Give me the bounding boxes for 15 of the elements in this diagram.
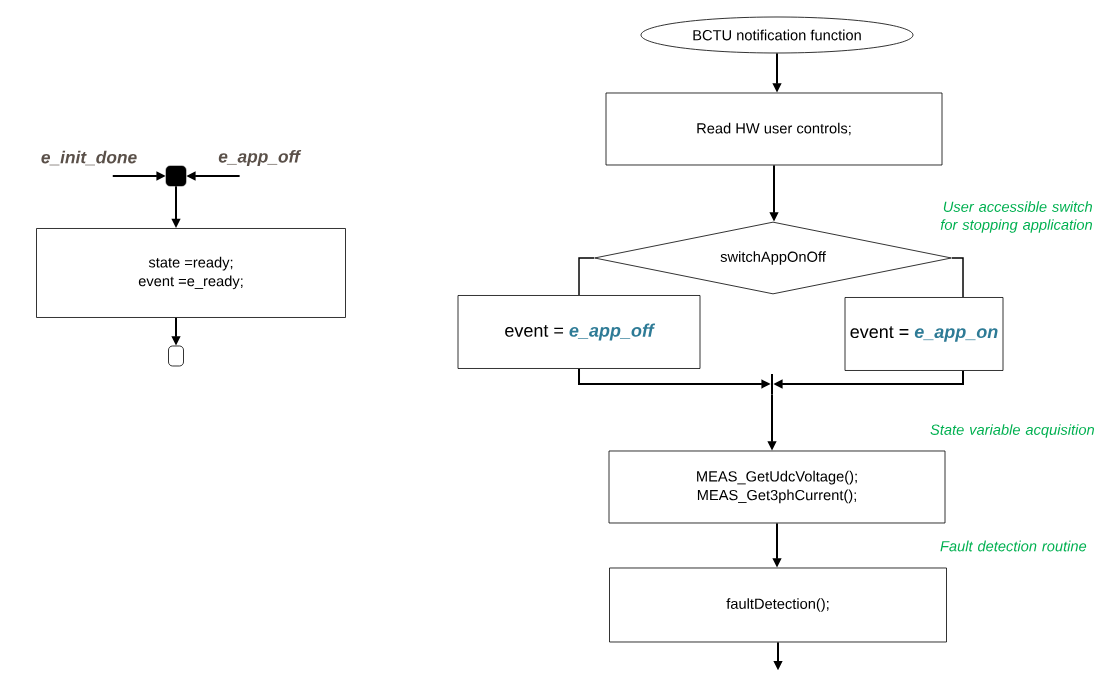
event-label: e_init_done (41, 150, 137, 166)
connector-line (578, 257, 595, 296)
annotation-text: User accessible switch for stopping application (940, 201, 1093, 233)
event-label: e_app_off (218, 149, 302, 167)
process-box: faultDetection(); (609, 567, 947, 643)
process-box: Read HW user controls; (605, 92, 943, 166)
process-box: event = e_app_on (844, 297, 1004, 371)
connector-line (951, 257, 964, 298)
annotation-text: Fault detection routine (940, 540, 1087, 552)
process-box: event = e_app_off (457, 295, 701, 369)
terminal-box (168, 345, 184, 367)
annotation-text: State variable acquisition (930, 424, 1095, 438)
junction-box (165, 165, 187, 187)
process-box: MEAS_GetUdcVoltage(); MEAS_Get3phCurrent(); (608, 450, 946, 524)
process-box: state =ready; event =e_ready; (36, 228, 346, 318)
